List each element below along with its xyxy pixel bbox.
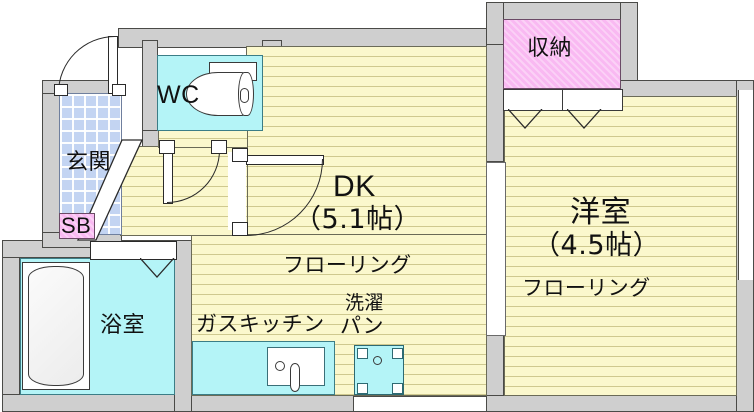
- label-room-material: フローリング: [522, 276, 651, 300]
- pan-corner-bl: [357, 383, 368, 394]
- label-closet: 収納: [527, 36, 572, 61]
- dk-door-opening: [228, 152, 246, 230]
- closet-door-right-vmark: [567, 109, 603, 129]
- wall-closet-top: [486, 2, 638, 20]
- label-room-name: 洋室: [570, 195, 632, 230]
- closet-door-right[interactable]: [562, 89, 623, 111]
- floor-closet: [503, 19, 621, 89]
- wall-top-left: [118, 28, 502, 48]
- wall-dk-room-upper: [486, 44, 504, 162]
- dk-door-jamb-bottom: [232, 222, 248, 236]
- label-laundry-line1: 洗濯: [345, 292, 384, 314]
- label-bath: 浴室: [100, 313, 145, 338]
- wc-door-jamb-b: [211, 140, 227, 154]
- bath-door-panel[interactable]: [90, 241, 177, 260]
- closet-door-left-vmark: [508, 109, 544, 129]
- entrance-door-jamb-right: [112, 84, 126, 96]
- label-dk-material: フローリング: [283, 253, 412, 277]
- toilet-flush-handle: [240, 88, 249, 103]
- bathtub-basin: [28, 266, 84, 386]
- label-laundry-line2: パン: [340, 314, 384, 338]
- room-east-window: [738, 90, 754, 280]
- pan-drain-icon: [373, 356, 382, 365]
- wc-door-jamb-a: [159, 140, 175, 154]
- wall-bath-left: [2, 240, 20, 412]
- pan-corner-tr: [392, 348, 403, 359]
- dk-door-jamb-top: [232, 148, 248, 162]
- pan-corner-tl: [357, 348, 368, 359]
- dk-south-window: [354, 396, 486, 412]
- floor-room: [504, 96, 737, 396]
- label-gas-kitchen: ガスキッチン: [196, 312, 325, 336]
- pan-corner-br: [392, 383, 403, 394]
- shoe-box: [59, 213, 95, 239]
- bath-door-vmark: [140, 258, 176, 278]
- label-room-size: （4.5帖）: [533, 230, 661, 261]
- closet-door-left[interactable]: [503, 89, 564, 111]
- label-dk-name: DK: [333, 170, 376, 203]
- wall-genkan-left: [42, 80, 60, 246]
- label-dk-size: （5.1帖）: [294, 204, 422, 235]
- label-genkan: 玄関: [66, 150, 111, 175]
- label-shoe-box: SB: [61, 213, 92, 238]
- wall-dk-room-lower: [486, 334, 504, 396]
- wall-bath-right: [174, 240, 192, 412]
- label-wc: WC: [157, 81, 200, 109]
- wall-bottom-right: [486, 394, 754, 412]
- dk-to-room-opening[interactable]: [486, 162, 506, 336]
- sink-drain-icon: [275, 361, 285, 371]
- entrance-door-jamb-left: [54, 84, 68, 96]
- sink-faucet-icon: [290, 363, 300, 392]
